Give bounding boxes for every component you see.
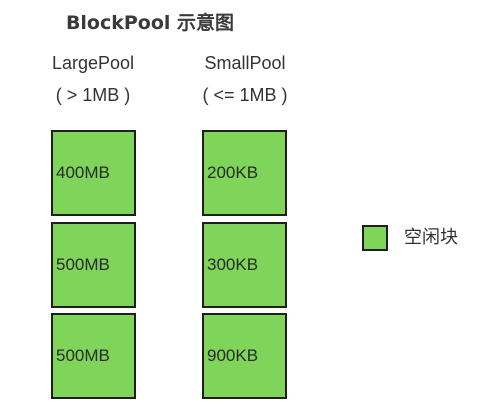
small-pool-block: 200KB <box>202 130 287 216</box>
small-pool-block: 300KB <box>202 222 287 308</box>
large-pool-title: LargePool <box>51 53 135 73</box>
large-pool-block: 500MB <box>51 313 136 399</box>
large-pool-block: 400MB <box>51 130 136 216</box>
legend-label: 空闲块 <box>404 227 458 248</box>
legend-swatch <box>362 225 388 251</box>
diagram-title: BlockPool 示意图 <box>65 12 235 34</box>
large-pool-block: 500MB <box>51 222 136 308</box>
small-pool-title: SmallPool <box>204 53 286 73</box>
small-pool-block: 900KB <box>202 313 287 399</box>
large-pool-range: ( > 1MB ) <box>55 85 131 105</box>
small-pool-range: ( <= 1MB ) <box>202 85 288 105</box>
